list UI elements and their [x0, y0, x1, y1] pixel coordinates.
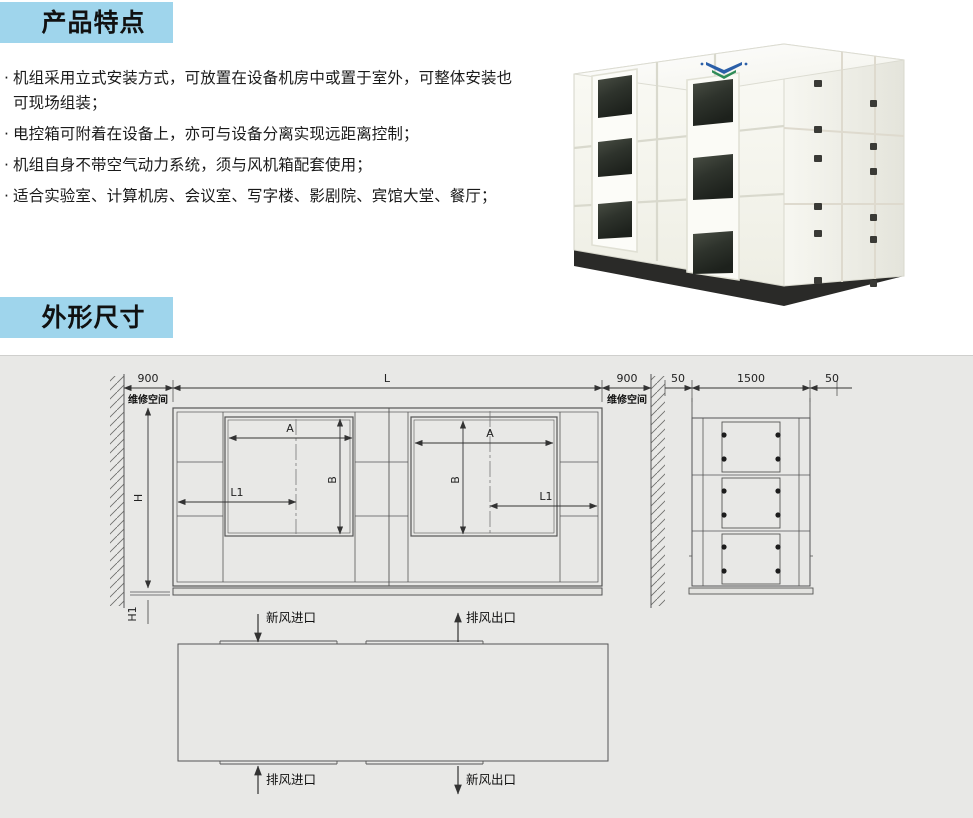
- list-item: · 机组采用立式安装方式，可放置在设备机房中或置于室外，可整体安装也可现场组装；: [4, 66, 524, 116]
- port-fresh-air-inlet: 新风进口: [254, 610, 316, 643]
- dim-label-side-right: 50: [825, 372, 839, 385]
- product-photo-illustration: [573, 43, 905, 306]
- port-exhaust-air-outlet: 排风出口: [454, 610, 516, 642]
- dim-label-l1: L1: [230, 486, 243, 499]
- dim-b-right: B: [449, 420, 467, 535]
- dim-label-h1: H1: [126, 606, 139, 621]
- dimension-drawing: 900 维修空间 L 900 维修空间: [110, 372, 852, 795]
- list-item-label: 电控箱可附着在设备上，亦可与设备分离实现远距离控制；: [13, 125, 419, 144]
- port-fresh-air-outlet: 新风出口: [454, 766, 516, 795]
- dimension-drawing-panel: 900 维修空间 L 900 维修空间: [0, 355, 973, 818]
- dim-label-b: B: [326, 476, 339, 484]
- port-label-fresh-air-outlet: 新风出口: [466, 772, 516, 787]
- section-heading-dimensions-label: 外形尺寸: [41, 303, 146, 332]
- port-exhaust-air-inlet: 排风进口: [254, 765, 316, 794]
- product-window: [693, 154, 733, 200]
- front-view-right-door: [410, 416, 558, 537]
- bullet-icon: ·: [4, 187, 9, 206]
- dim-note-right-clearance: 维修空间: [607, 393, 647, 406]
- wall-left: [110, 374, 125, 608]
- product-window: [693, 231, 733, 274]
- dim-label-side-left: 50: [671, 372, 685, 385]
- list-item-label: 适合实验室、计算机房、会议室、写字楼、影剧院、宾馆大堂、餐厅；: [13, 187, 497, 206]
- dim-b-left: B: [326, 418, 344, 535]
- dim-label-left-clearance: 900: [138, 372, 159, 385]
- brand-logo-icon: [700, 62, 748, 79]
- section-heading-features: 产品特点: [0, 2, 173, 43]
- dim-h1-base: H1: [126, 600, 149, 624]
- dim-label-side-width: 1500: [737, 372, 765, 385]
- dim-label-b: B: [449, 476, 462, 484]
- side-view-doors: [721, 421, 781, 585]
- dim-label-a: A: [286, 422, 294, 435]
- front-view-left-door: [224, 416, 354, 537]
- front-view-casing: [172, 407, 603, 596]
- dim-a-left: A: [228, 422, 353, 442]
- port-label-fresh-air-inlet: 新风进口: [266, 610, 316, 625]
- side-view-casing: [688, 398, 814, 595]
- product-photo: [552, 18, 964, 306]
- product-window: [598, 138, 632, 177]
- dim-h-overall: H: [130, 407, 170, 596]
- dim-l1-left: L1: [177, 486, 297, 506]
- list-item: · 机组自身不带空气动力系统，须与风机箱配套使用；: [4, 153, 524, 178]
- dim-label-h: H: [132, 494, 145, 502]
- plan-view: [177, 640, 609, 765]
- bullet-icon: ·: [4, 156, 9, 175]
- product-latch: [814, 80, 877, 287]
- features-list: · 机组采用立式安装方式，可放置在设备机房中或置于室外，可整体安装也可现场组装；…: [4, 66, 524, 216]
- front-view-left-half: [177, 412, 389, 582]
- port-label-exhaust-air-outlet: 排风出口: [466, 610, 516, 625]
- dim-label-l1: L1: [539, 490, 552, 503]
- list-item: · 适合实验室、计算机房、会议室、写字楼、影剧院、宾馆大堂、餐厅；: [4, 184, 524, 209]
- list-item-label: 机组采用立式安装方式，可放置在设备机房中或置于室外，可整体安装也可现场组装；: [13, 69, 513, 113]
- dim-note-left-clearance: 维修空间: [128, 393, 168, 406]
- dim-label-right-clearance: 900: [617, 372, 638, 385]
- list-item-label: 机组自身不带空气动力系统，须与风机箱配套使用；: [13, 156, 372, 175]
- side-view-top-dimensions: 50 1500 50: [664, 372, 852, 402]
- product-base: [574, 250, 904, 306]
- dim-a-right: A: [414, 427, 554, 447]
- wall-right: [650, 374, 665, 608]
- front-view-right-half: [389, 412, 598, 582]
- side-view-latch: [721, 432, 781, 574]
- dim-label-length: L: [384, 372, 391, 385]
- dim-l1-right: L1: [489, 490, 598, 510]
- product-window: [598, 201, 632, 239]
- product-window: [598, 75, 632, 118]
- bullet-icon: ·: [4, 125, 9, 144]
- front-view-top-dimensions: 900 维修空间 L 900 维修空间: [123, 372, 652, 406]
- list-item: · 电控箱可附着在设备上，亦可与设备分离实现远距离控制；: [4, 122, 524, 147]
- dim-label-a: A: [486, 427, 494, 440]
- port-label-exhaust-air-inlet: 排风进口: [266, 772, 316, 787]
- section-heading-features-label: 产品特点: [41, 8, 146, 37]
- bullet-icon: ·: [4, 69, 9, 87]
- section-heading-dimensions: 外形尺寸: [0, 297, 173, 338]
- product-right-face: [783, 43, 905, 287]
- product-window: [693, 79, 733, 126]
